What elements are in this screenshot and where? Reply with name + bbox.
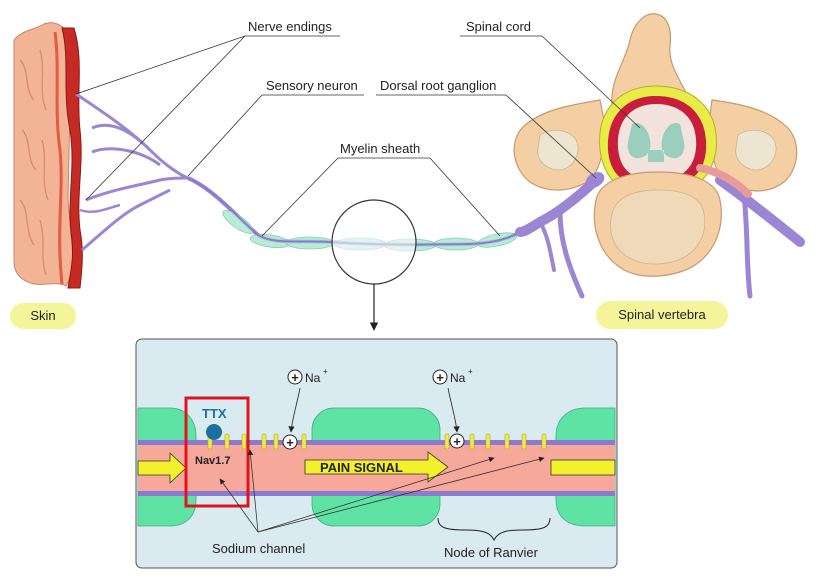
svg-text:Spinal vertebra: Spinal vertebra bbox=[618, 307, 706, 322]
label-nerve-endings: Nerve endings bbox=[248, 19, 332, 34]
svg-text:+: + bbox=[468, 367, 473, 376]
skin-pill: Skin bbox=[10, 303, 76, 329]
svg-text:+: + bbox=[453, 434, 461, 449]
nav17-label: Nav1.7 bbox=[195, 455, 230, 467]
label-spinal-cord: Spinal cord bbox=[466, 19, 531, 34]
ttx-label: TTX bbox=[202, 406, 227, 421]
label-myelin-sheath: Myelin sheath bbox=[340, 141, 420, 156]
node-of-ranvier-brace bbox=[437, 517, 551, 542]
svg-text:+: + bbox=[286, 435, 294, 450]
pain-signal-label: PAIN SIGNAL bbox=[320, 460, 403, 475]
signal-arrow-main bbox=[304, 451, 449, 483]
svg-text:+: + bbox=[323, 367, 328, 376]
labels-top: Nerve endings Spinal cord Sensory neuron… bbox=[75, 19, 641, 237]
label-node-of-ranvier: Node of Ranvier bbox=[444, 545, 539, 560]
svg-text:Skin: Skin bbox=[30, 308, 55, 323]
label-sensory-neuron: Sensory neuron bbox=[266, 78, 358, 93]
svg-text:Na: Na bbox=[305, 371, 321, 385]
label-sodium-channel: Sodium channel bbox=[212, 541, 305, 556]
sensory-neuron bbox=[75, 92, 522, 252]
sodium-ion-label-2: + Na + bbox=[432, 367, 473, 385]
sodium-ion-label-1: + Na + bbox=[287, 367, 328, 385]
sodium-ion-on-membrane-2: + bbox=[449, 433, 465, 449]
spinal-vertebra bbox=[513, 13, 805, 299]
svg-text:+: + bbox=[291, 370, 299, 385]
skin-illustration bbox=[13, 22, 83, 289]
axon-inset: + + + Na + + Na + PAIN SIGNAL TTX Nav1.7 bbox=[135, 338, 618, 569]
spinal-vertebra-pill: Spinal vertebra bbox=[596, 301, 728, 329]
svg-text:Na: Na bbox=[450, 371, 466, 385]
svg-text:+: + bbox=[436, 370, 444, 385]
signal-bar-right bbox=[550, 459, 616, 476]
ttx-molecule-icon bbox=[206, 424, 222, 440]
sodium-ion-on-membrane-1: + bbox=[282, 434, 298, 450]
magnifier bbox=[331, 199, 417, 331]
label-dorsal-root-ganglion: Dorsal root ganglion bbox=[380, 78, 496, 93]
signal-arrow-left bbox=[137, 452, 187, 484]
